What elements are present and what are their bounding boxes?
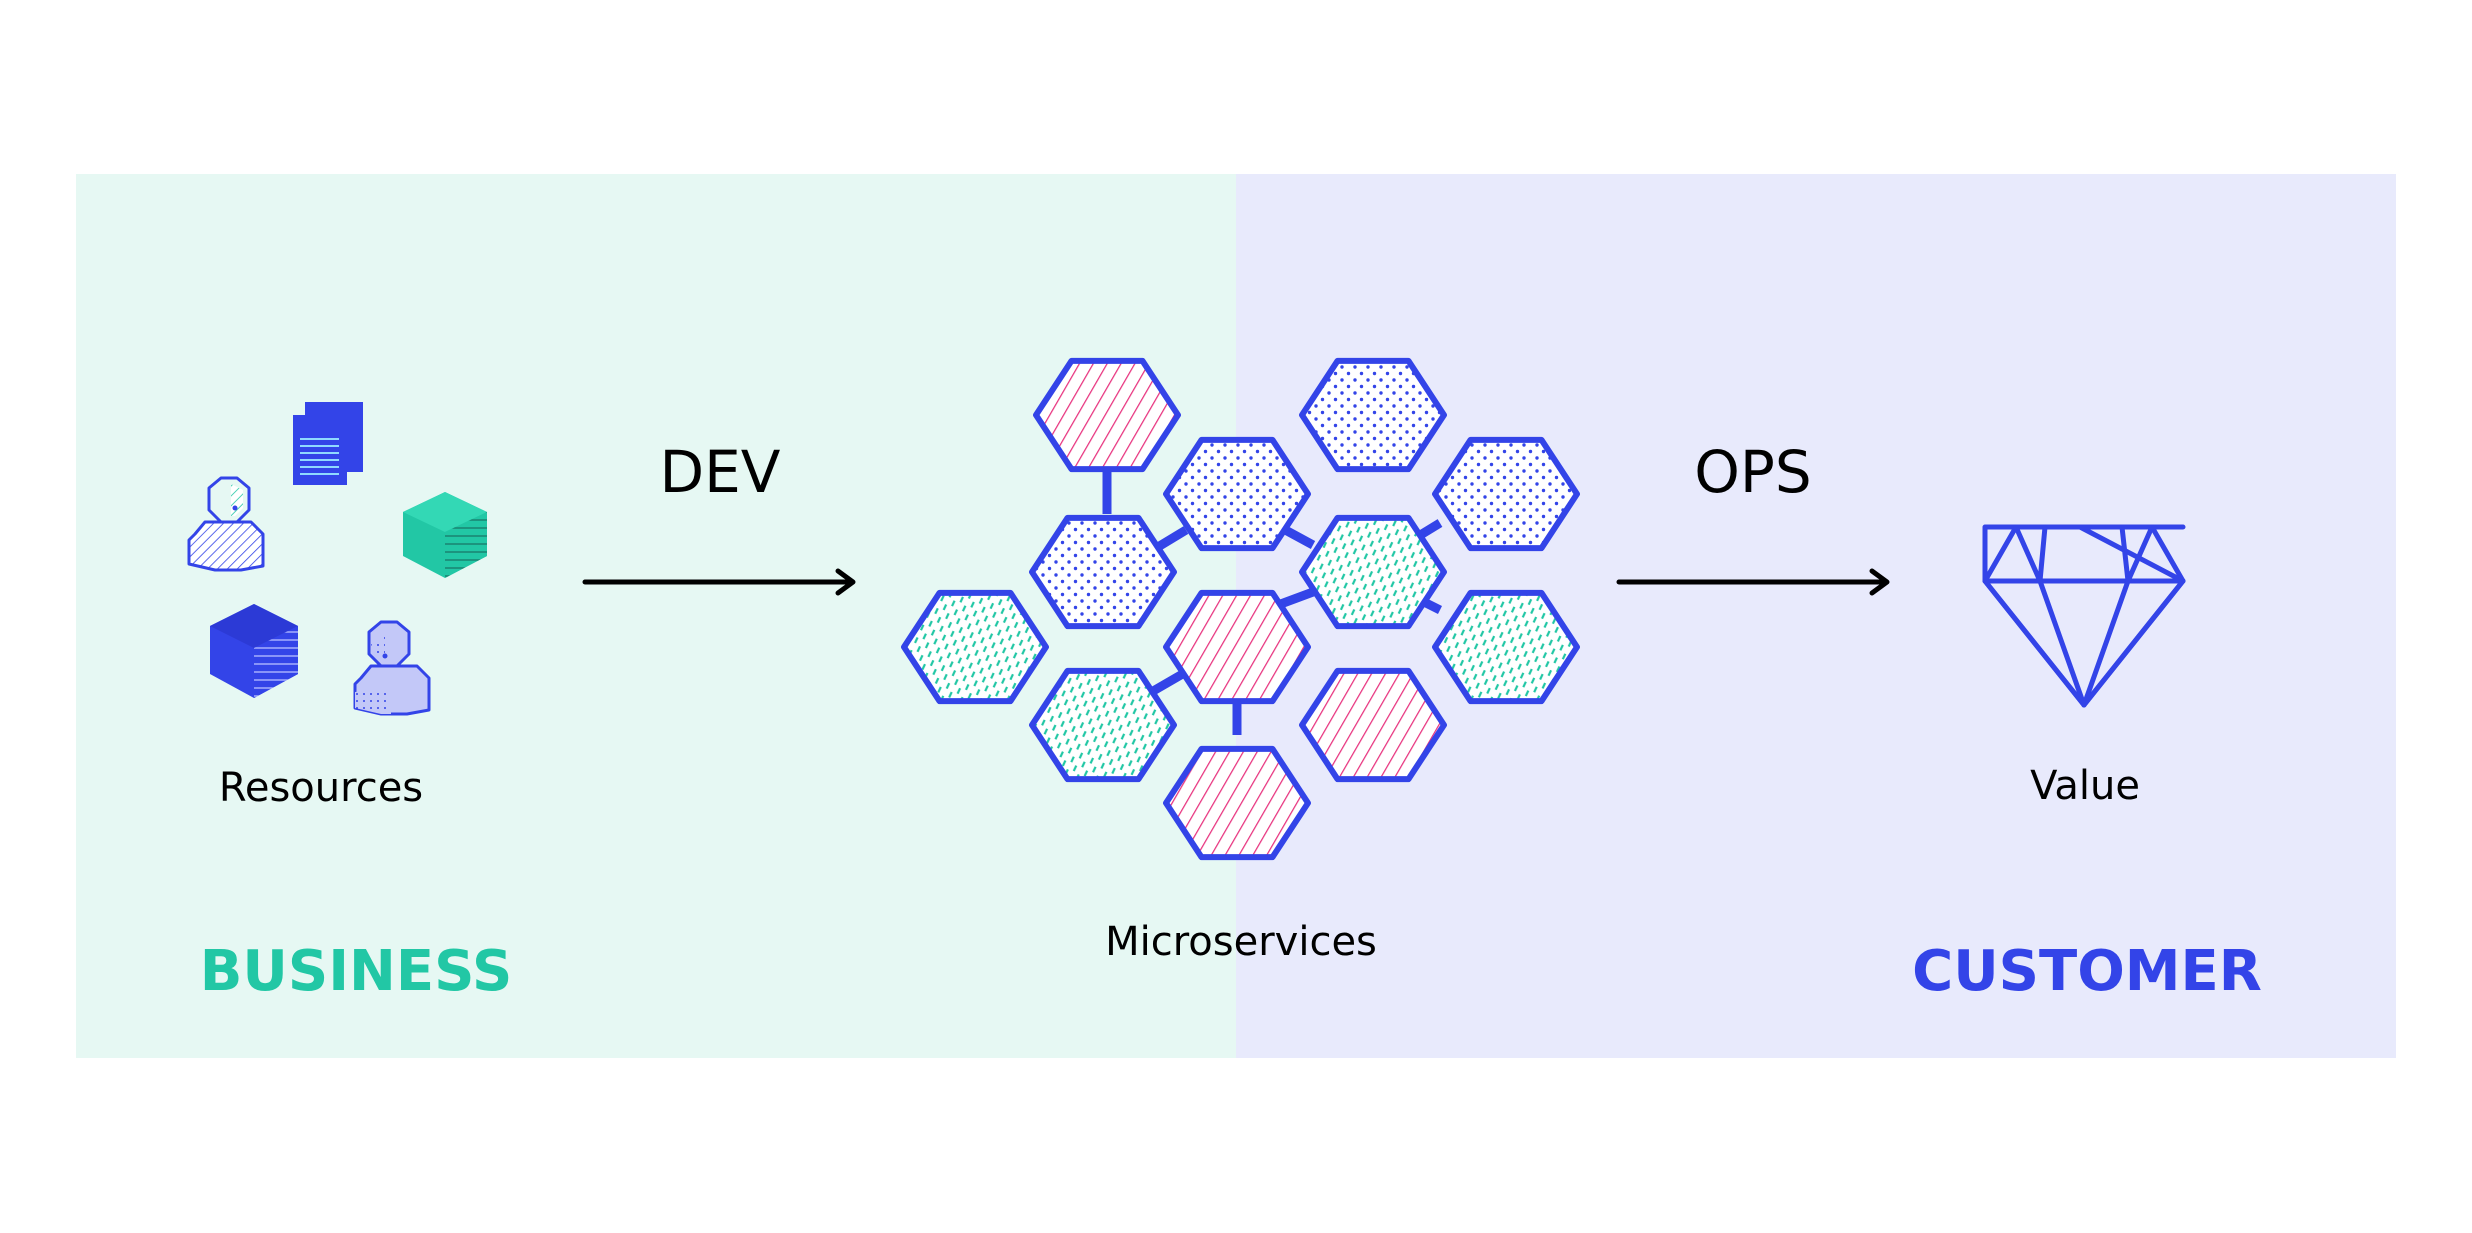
ops-label: OPS <box>1694 438 1811 506</box>
microservice-hexagon <box>1163 745 1311 861</box>
cube-icon <box>403 492 487 578</box>
dev-label: DEV <box>660 438 781 506</box>
microservice-hexagon <box>1299 667 1447 783</box>
microservice-hexagon <box>1029 667 1177 783</box>
dev-arrow <box>582 568 856 596</box>
microservice-hexagon <box>1033 357 1181 473</box>
customer-label: CUSTOMER <box>1912 939 2262 1004</box>
microservice-hexagon <box>1163 589 1311 705</box>
microservices-cluster <box>901 357 1580 861</box>
resources-label: Resources <box>219 765 423 811</box>
microservice-hexagon <box>1432 436 1580 552</box>
diamond-icon <box>1982 524 2186 708</box>
microservice-hexagon <box>1029 514 1177 630</box>
microservice-hexagon <box>1432 589 1580 705</box>
person-icon <box>353 620 431 716</box>
microservice-hexagon <box>1299 357 1447 473</box>
business-label: BUSINESS <box>200 939 513 1004</box>
microservice-hexagon <box>1163 436 1311 552</box>
microservice-hexagon <box>901 589 1049 705</box>
person-icon <box>187 476 265 572</box>
microservices-label: Microservices <box>1105 919 1377 965</box>
ops-arrow <box>1616 568 1890 596</box>
microservice-hexagon <box>1299 514 1447 630</box>
cube-icon <box>210 604 298 698</box>
customer-panel <box>1236 174 2396 1058</box>
value-label: Value <box>2030 763 2140 809</box>
document-icon <box>293 402 363 485</box>
